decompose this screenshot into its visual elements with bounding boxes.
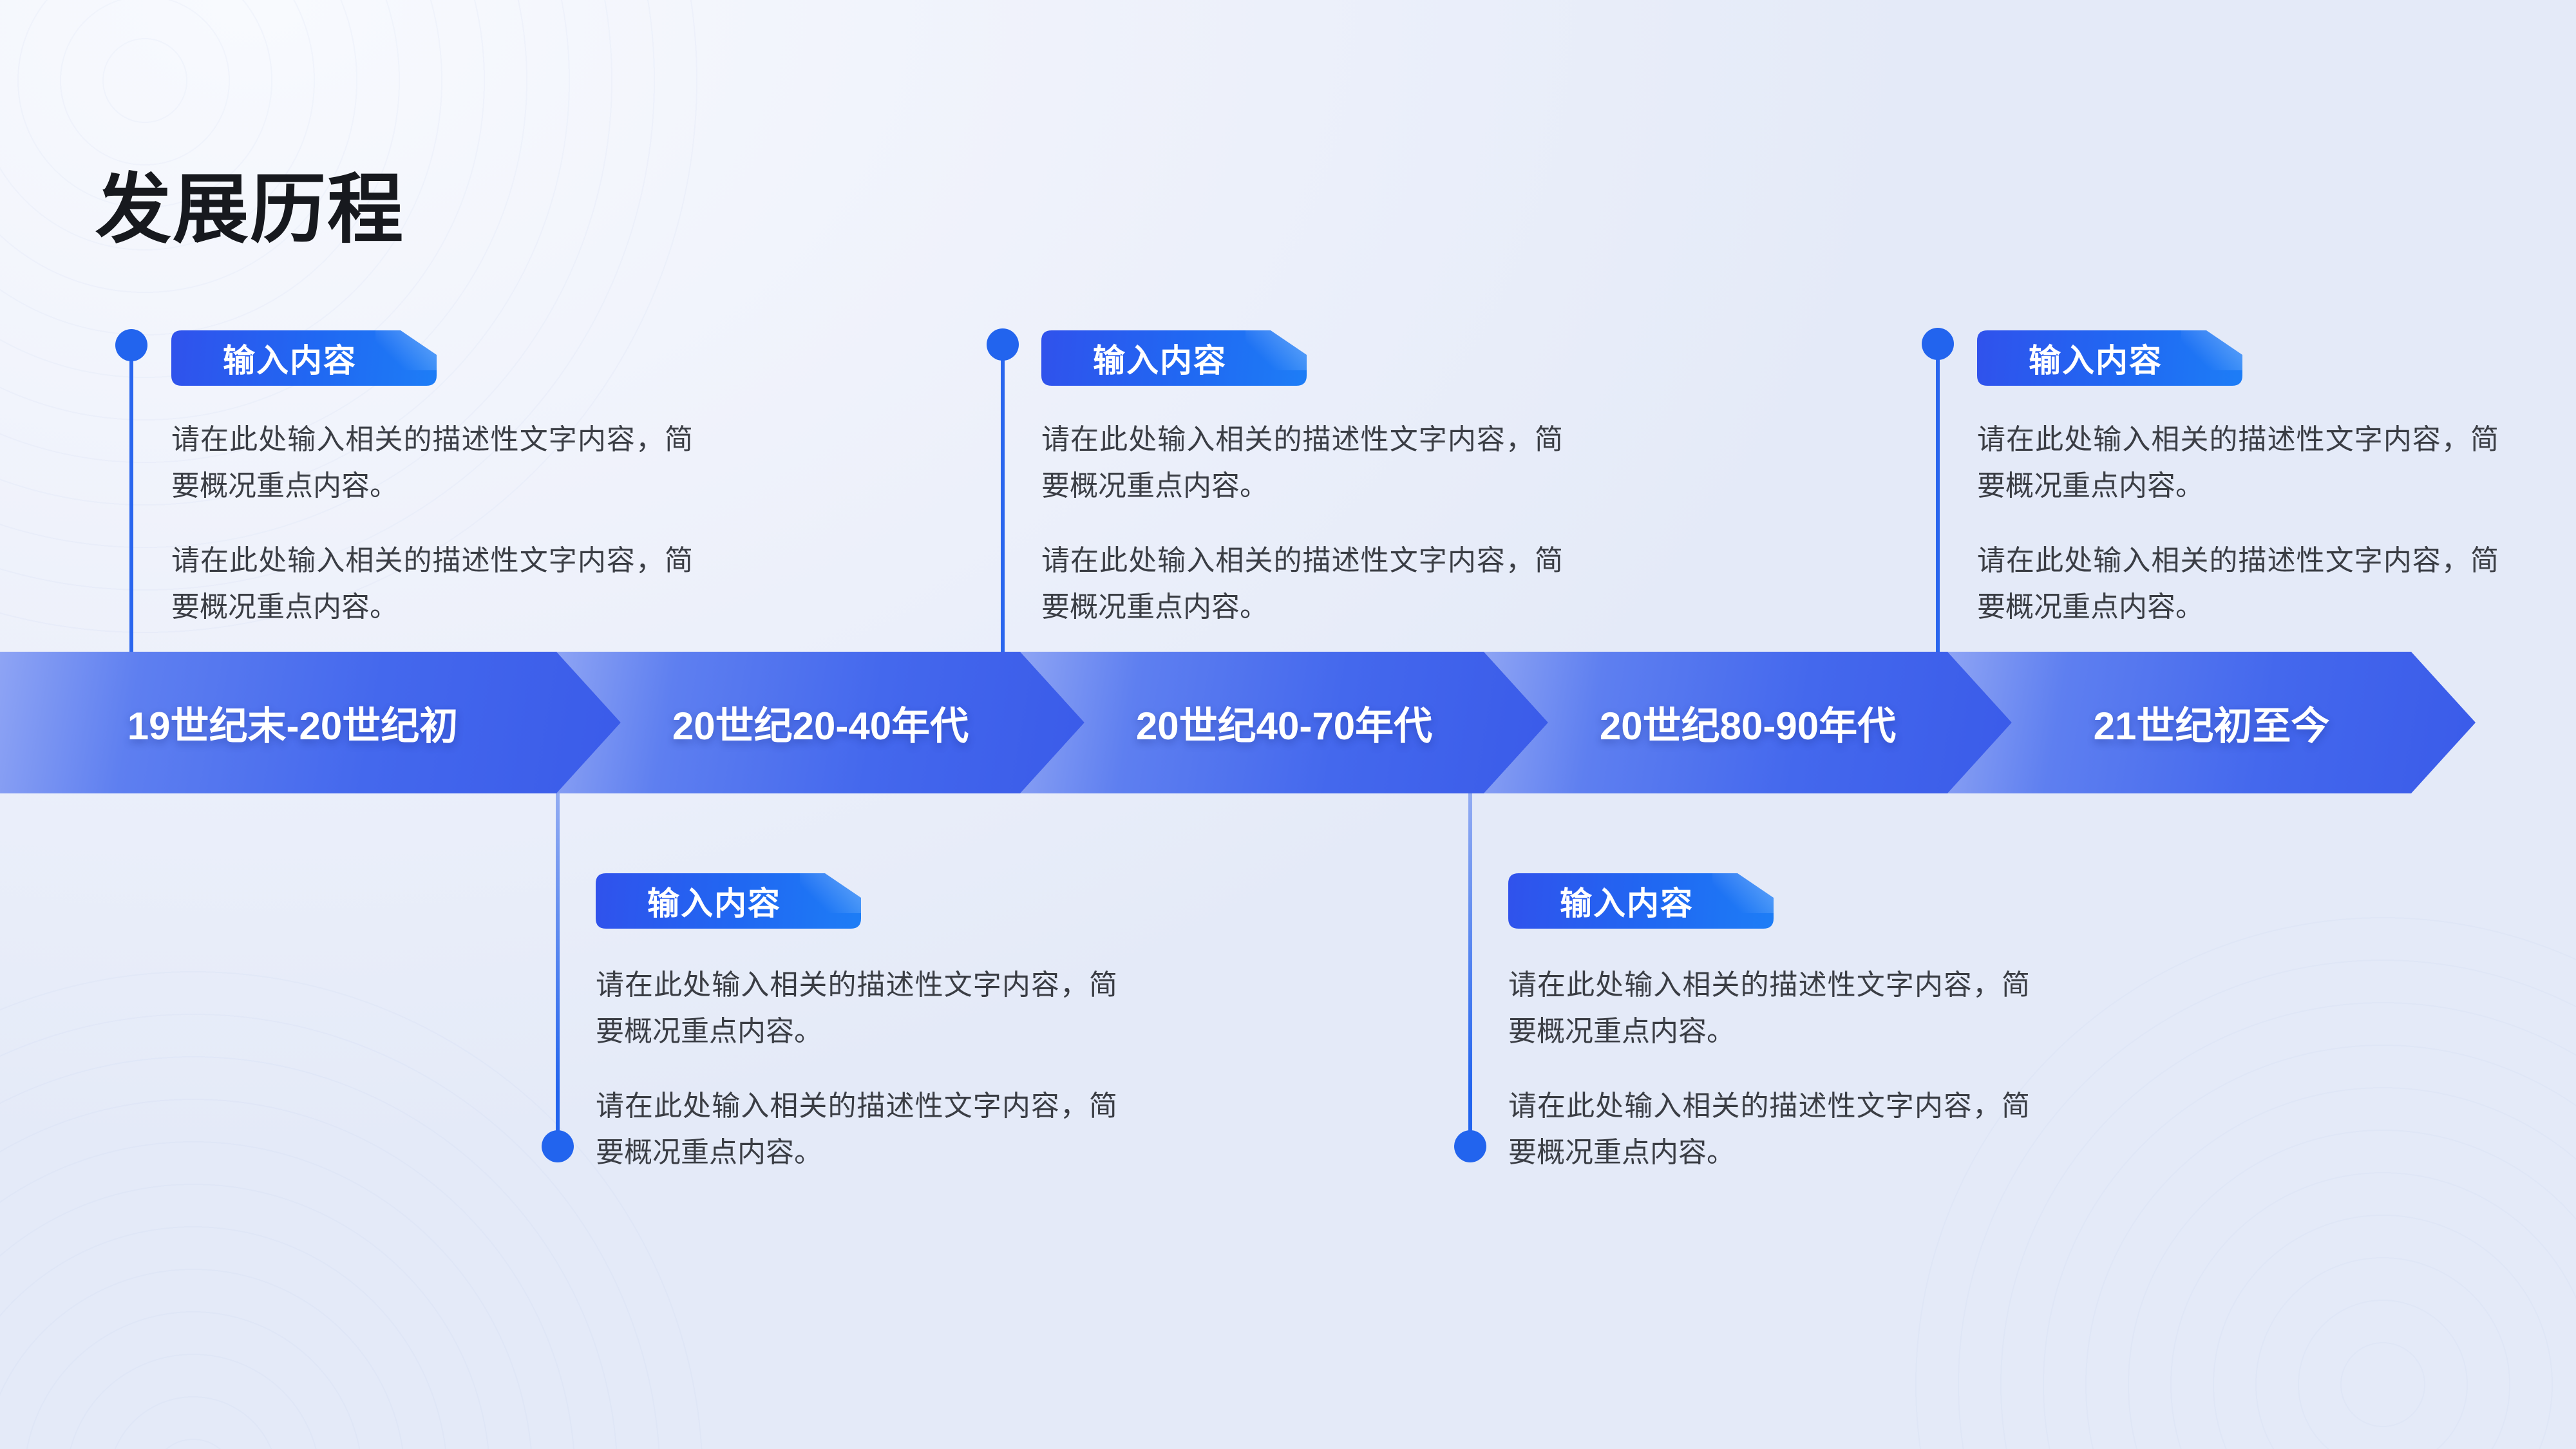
callout-tag-ribbon: 输入内容 [1508,873,1774,929]
page-title: 发展历程 [95,167,405,253]
timeline-node-dot-5 [1454,1130,1486,1162]
callout-tag-label: 输入内容 [1560,886,1694,922]
callout-tag-label: 输入内容 [1093,343,1227,379]
callout-paragraph: 请在此处输入相关的描述性文字内容，简要概况重点内容。 [596,969,1117,1047]
timeline-stage-3: 20世纪40-70年代 [1020,652,1548,793]
callout-body: 请在此处输入相关的描述性文字内容，简要概况重点内容。 请在此处输入相关的描述性文… [596,962,1117,1176]
callout-paragraph: 请在此处输入相关的描述性文字内容，简要概况重点内容。 [1041,424,1563,502]
callout-body: 请在此处输入相关的描述性文字内容，简要概况重点内容。 请在此处输入相关的描述性文… [1041,417,1563,630]
timeline-node-dot-1 [115,329,147,361]
callout-paragraph: 请在此处输入相关的描述性文字内容，简要概况重点内容。 [1977,424,2499,502]
timeline-stage-label: 20世纪40-70年代 [1135,704,1433,748]
callout-top-1: 输入内容 请在此处输入相关的描述性文字内容，简要概况重点内容。 请在此处输入相关… [171,330,693,659]
callout-paragraph: 请在此处输入相关的描述性文字内容，简要概况重点内容。 [596,1090,1117,1168]
timeline-connector-bottom-2 [1468,791,1472,1146]
timeline-stage-label: 20世纪20-40年代 [672,704,969,748]
timeline-connector-top-2 [1001,348,1005,656]
callout-tag-ribbon: 输入内容 [596,873,861,929]
callout-tag-ribbon: 输入内容 [171,330,437,386]
callout-bottom-2: 输入内容 请在此处输入相关的描述性文字内容，简要概况重点内容。 请在此处输入相关… [1508,873,2030,1204]
callout-tag-label: 输入内容 [223,343,357,379]
timeline-stage-4: 20世纪80-90年代 [1484,652,2012,793]
timeline-stage-label: 19世纪末-20世纪初 [127,704,459,748]
timeline-node-dot-4 [542,1130,574,1162]
callout-paragraph: 请在此处输入相关的描述性文字内容，简要概况重点内容。 [171,424,693,502]
callout-tag-ribbon: 输入内容 [1977,330,2242,386]
callout-body: 请在此处输入相关的描述性文字内容，简要概况重点内容。 请在此处输入相关的描述性文… [171,417,693,630]
callout-body: 请在此处输入相关的描述性文字内容，简要概况重点内容。 请在此处输入相关的描述性文… [1508,962,2030,1176]
timeline-connector-top-3 [1936,348,1940,656]
callout-paragraph: 请在此处输入相关的描述性文字内容，简要概况重点内容。 [1508,969,2030,1047]
timeline-stage-5: 21世纪初至今 [1947,652,2476,793]
timeline-stage-label: 21世纪初至今 [2093,704,2330,748]
timeline-node-dot-3 [1922,328,1954,360]
callout-paragraph: 请在此处输入相关的描述性文字内容，简要概况重点内容。 [171,545,693,623]
timeline-stage-label: 20世纪80-90年代 [1599,704,1897,748]
callout-top-3: 输入内容 请在此处输入相关的描述性文字内容，简要概况重点内容。 请在此处输入相关… [1977,330,2499,659]
timeline-connector-top-1 [129,348,133,656]
timeline-band: 19世纪末-20世纪初 20世纪20-40年代 20世纪40-70年代 20世纪… [0,652,2576,793]
timeline-node-dot-2 [987,328,1019,361]
callout-tag-label: 输入内容 [647,886,781,922]
callout-tag-label: 输入内容 [2029,343,2163,379]
callout-paragraph: 请在此处输入相关的描述性文字内容，简要概况重点内容。 [1041,545,1563,623]
timeline-connector-bottom-1 [556,791,560,1146]
callout-bottom-1: 输入内容 请在此处输入相关的描述性文字内容，简要概况重点内容。 请在此处输入相关… [596,873,1117,1204]
timeline-stage-2: 20世纪20-40年代 [556,652,1084,793]
timeline-stage-1: 19世纪末-20世纪初 [0,652,621,793]
callout-top-2: 输入内容 请在此处输入相关的描述性文字内容，简要概况重点内容。 请在此处输入相关… [1041,330,1563,659]
callout-paragraph: 请在此处输入相关的描述性文字内容，简要概况重点内容。 [1508,1090,2030,1168]
callout-body: 请在此处输入相关的描述性文字内容，简要概况重点内容。 请在此处输入相关的描述性文… [1977,417,2499,630]
callout-tag-ribbon: 输入内容 [1041,330,1307,386]
callout-paragraph: 请在此处输入相关的描述性文字内容，简要概况重点内容。 [1977,545,2499,623]
